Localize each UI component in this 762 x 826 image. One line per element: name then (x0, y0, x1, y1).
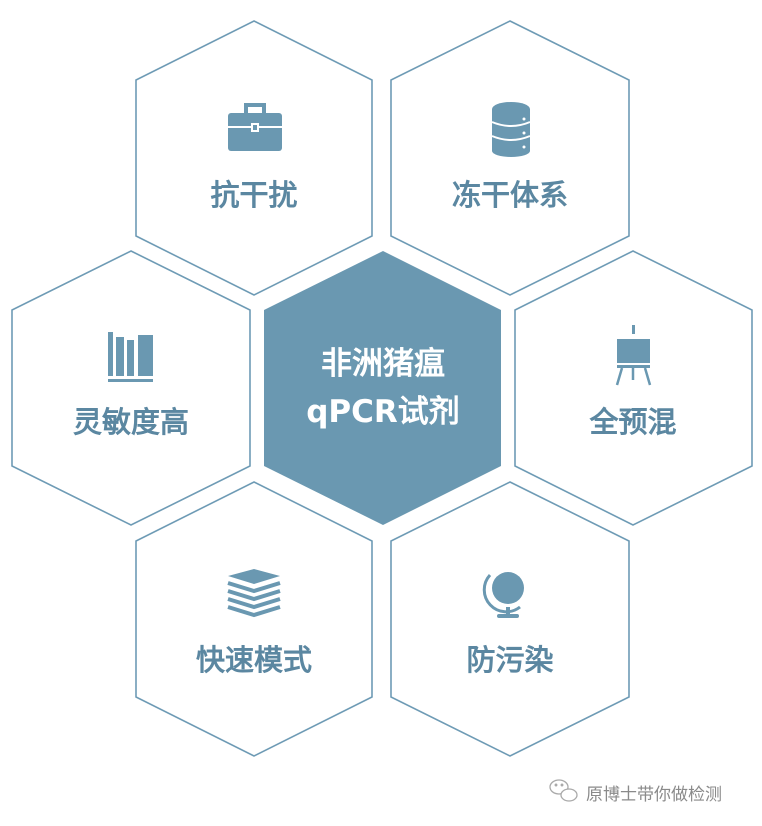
feature-label: 灵敏度高 (73, 405, 189, 439)
hex-anti-interference: 抗干扰 (135, 20, 373, 296)
book-stack-icon (227, 569, 281, 618)
feature-label: 抗干扰 (210, 178, 297, 212)
wechat-icon (549, 779, 578, 802)
footer-text: 原博士带你做检测 (586, 785, 722, 805)
footer-watermark: 原博士带你做检测 (549, 779, 722, 805)
hex-anti-contamination: 防污染 (390, 481, 630, 757)
easel-icon (615, 325, 652, 386)
hex-premix: 全预混 (514, 250, 753, 526)
hex-center-title: 非洲猪瘟 qPCR试剂 (264, 251, 501, 525)
feature-label: 全预混 (588, 405, 676, 439)
feature-label: 防污染 (466, 643, 553, 677)
books-icon (108, 332, 153, 382)
hex-fast-mode: 快速模式 (135, 481, 373, 757)
database-icon (491, 102, 531, 157)
title-line-1: 非洲猪瘟 (321, 346, 445, 382)
feature-label: 快速模式 (196, 643, 312, 677)
globe-icon (482, 572, 524, 618)
hex-lyophilized: 冻干体系 (390, 20, 630, 296)
hex-high-sensitivity: 灵敏度高 (11, 250, 251, 526)
title-line-2: qPCR试剂 (306, 394, 460, 430)
feature-label: 冻干体系 (452, 178, 568, 212)
briefcase-icon (228, 103, 282, 151)
